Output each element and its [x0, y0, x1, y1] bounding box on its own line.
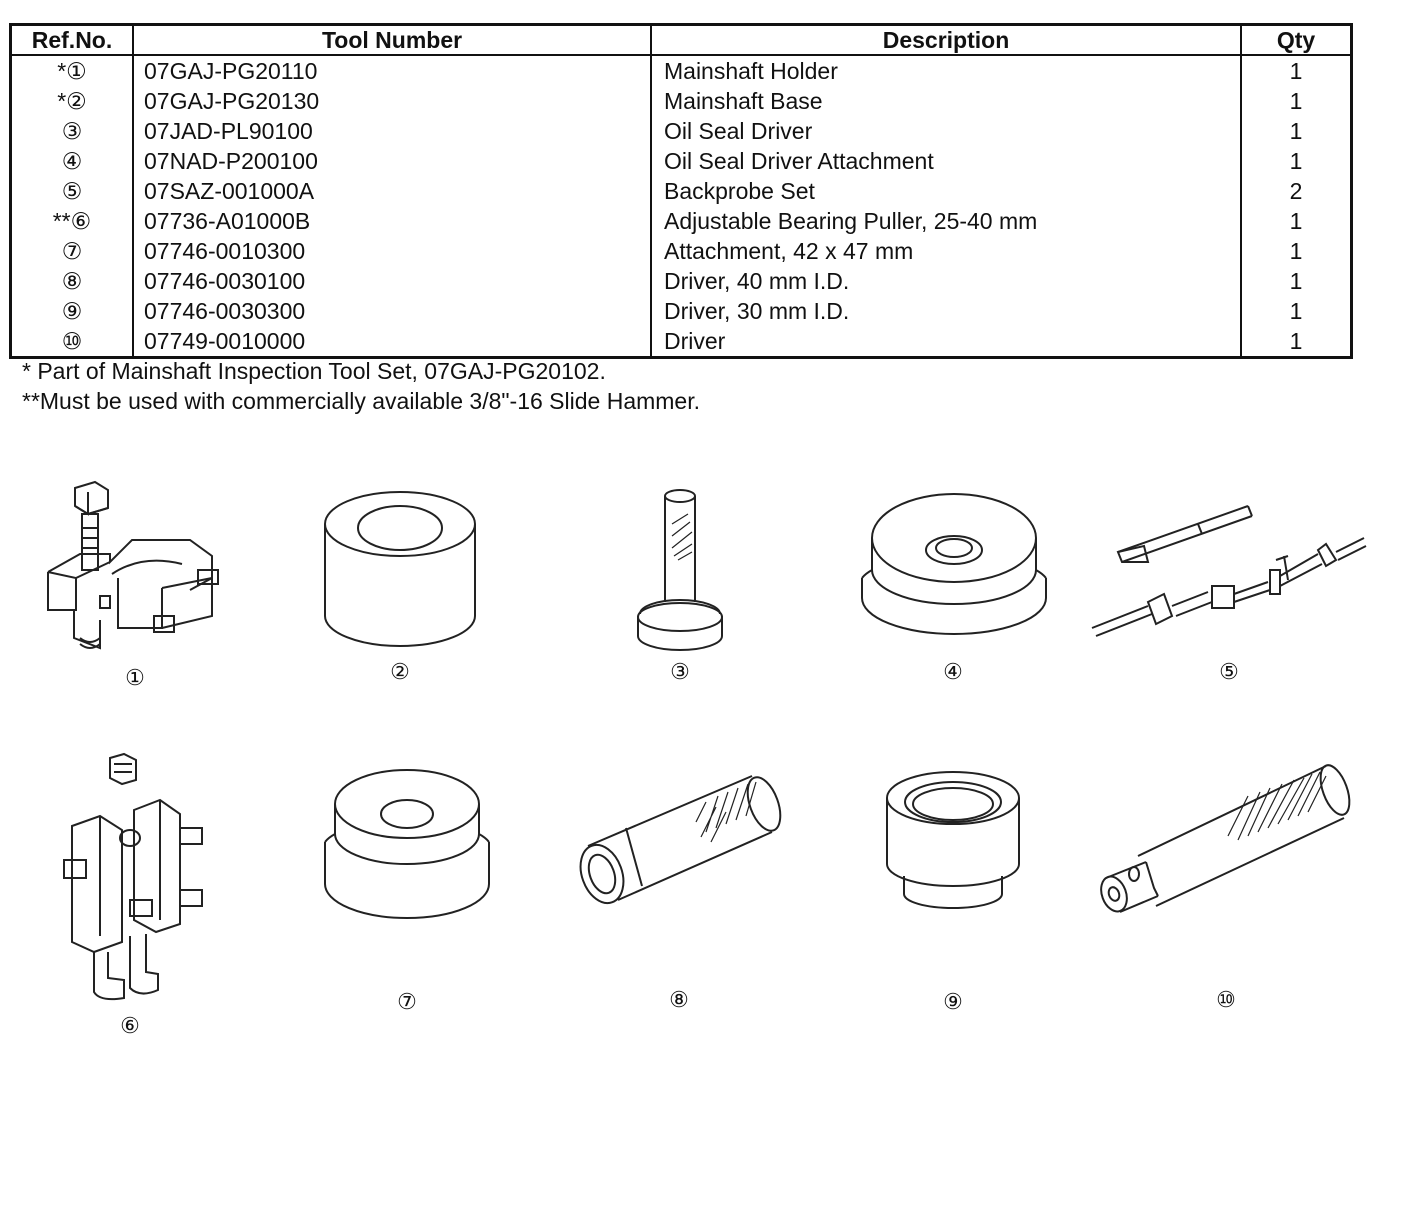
tool-number-cell: 07736-A01000B — [132, 206, 651, 236]
table-row: ⑤ 07SAZ-001000A Backprobe Set 2 — [11, 176, 1352, 206]
figure-label: ⑥ — [120, 1014, 140, 1039]
table-row: ③ 07JAD-PL90100 Oil Seal Driver 1 — [11, 116, 1352, 146]
ref-cell: ⑩ — [61, 328, 83, 354]
header-description: Description — [650, 24, 1241, 56]
ref-cell: **⑥ — [52, 208, 92, 234]
figure-label: ⑧ — [669, 988, 689, 1013]
tool-number-cell: 07NAD-P200100 — [132, 146, 651, 176]
driver-30mm-icon — [886, 771, 1020, 909]
special-tools-table: Ref.No. Tool Number Description Qty *① 0… — [9, 23, 1353, 359]
table-header-row: Ref.No. Tool Number Description Qty — [10, 24, 1352, 56]
qty-cell: 1 — [1240, 326, 1352, 358]
table-row: **⑥ 07736-A01000B Adjustable Bearing Pul… — [11, 206, 1352, 236]
tool-number-cell: 07JAD-PL90100 — [132, 116, 651, 146]
description-cell: Mainshaft Base — [650, 86, 1241, 116]
tool-number-cell: 07746-0030100 — [132, 266, 651, 296]
figure-label: ⑩ — [1216, 988, 1236, 1013]
description-cell: Oil Seal Driver Attachment — [650, 146, 1241, 176]
description-cell: Attachment, 42 x 47 mm — [650, 236, 1241, 266]
description-cell: Mainshaft Holder — [650, 55, 1241, 86]
tool-number-cell: 07SAZ-001000A — [132, 176, 651, 206]
qty-cell: 1 — [1240, 296, 1352, 326]
qty-cell: 2 — [1240, 176, 1352, 206]
footnote-slide-hammer: **Must be used with commercially availab… — [22, 388, 701, 414]
ref-cell: ④ — [61, 148, 83, 174]
table-row: *① 07GAJ-PG20110 Mainshaft Holder 1 — [11, 55, 1352, 86]
mainshaft-holder-icon — [47, 480, 219, 650]
figure-oil-seal-driver-attachment: ④ — [858, 486, 1048, 685]
driver-handle-icon — [1100, 764, 1351, 913]
backprobe-set-icon — [1091, 505, 1367, 637]
qty-cell: 1 — [1240, 86, 1352, 116]
ref-cell: ⑤ — [61, 178, 83, 204]
figure-oil-seal-driver: ③ — [628, 484, 732, 685]
table-row: ⑨ 07746-0030300 Driver, 30 mm I.D. 1 — [11, 296, 1352, 326]
qty-cell: 1 — [1240, 236, 1352, 266]
description-cell: Driver, 30 mm I.D. — [650, 296, 1241, 326]
tool-number-cell: 07746-0010300 — [132, 236, 651, 266]
footnote-toolset: * Part of Mainshaft Inspection Tool Set,… — [22, 358, 606, 384]
figure-attachment: ⑦ — [322, 764, 492, 1015]
tool-number-cell: 07746-0030300 — [132, 296, 651, 326]
table-row: ⑩ 07749-0010000 Driver 1 — [11, 326, 1352, 358]
ref-cell: ⑦ — [61, 238, 83, 264]
driver-40mm-icon — [579, 775, 782, 905]
mainshaft-base-icon — [324, 491, 476, 647]
attachment-icon — [324, 769, 490, 919]
qty-cell: 1 — [1240, 55, 1352, 86]
qty-cell: 1 — [1240, 206, 1352, 236]
ref-cell: ⑨ — [61, 298, 83, 324]
figure-bearing-puller: ⑥ — [50, 752, 210, 1039]
figure-driver-30mm: ⑨ — [880, 768, 1026, 1015]
header-qty: Qty — [1240, 24, 1352, 56]
qty-cell: 1 — [1240, 116, 1352, 146]
figure-label: ③ — [670, 660, 690, 685]
ref-cell: ③ — [61, 118, 83, 144]
footnotes: * Part of Mainshaft Inspection Tool Set,… — [22, 356, 700, 416]
figure-mainshaft-base: ② — [318, 486, 482, 685]
bearing-puller-icon — [63, 752, 203, 1001]
figure-backprobe-set: ⑤ — [1088, 490, 1370, 685]
table-row: ⑧ 07746-0030100 Driver, 40 mm I.D. 1 — [11, 266, 1352, 296]
figure-label: ⑤ — [1219, 660, 1239, 685]
ref-cell: *① — [57, 58, 87, 84]
figure-driver-handle: ⑩ — [1098, 756, 1354, 1013]
qty-cell: 1 — [1240, 146, 1352, 176]
description-cell: Driver, 40 mm I.D. — [650, 266, 1241, 296]
figure-label: ② — [390, 660, 410, 685]
tool-number-cell: 07GAJ-PG20110 — [132, 55, 651, 86]
oil-seal-driver-icon — [637, 489, 723, 651]
figure-label: ① — [125, 666, 145, 691]
description-cell: Backprobe Set — [650, 176, 1241, 206]
table-row: ⑦ 07746-0010300 Attachment, 42 x 47 mm 1 — [11, 236, 1352, 266]
header-ref-no: Ref.No. — [10, 24, 133, 56]
description-cell: Adjustable Bearing Puller, 25-40 mm — [650, 206, 1241, 236]
tool-number-cell: 07GAJ-PG20130 — [132, 86, 651, 116]
figure-label: ⑨ — [943, 990, 963, 1015]
description-cell: Driver — [650, 326, 1241, 358]
ref-cell: *② — [57, 88, 87, 114]
figure-mainshaft-holder: ① — [40, 478, 230, 691]
tool-number-cell: 07749-0010000 — [132, 326, 651, 358]
figure-label: ④ — [943, 660, 963, 685]
figure-driver-40mm: ⑧ — [576, 762, 782, 1013]
table-row: ④ 07NAD-P200100 Oil Seal Driver Attachme… — [11, 146, 1352, 176]
description-cell: Oil Seal Driver — [650, 116, 1241, 146]
ref-cell: ⑧ — [61, 268, 83, 294]
qty-cell: 1 — [1240, 266, 1352, 296]
oil-seal-driver-attachment-icon — [861, 493, 1047, 635]
header-tool-number: Tool Number — [132, 24, 651, 56]
figure-label: ⑦ — [397, 990, 417, 1015]
table-row: *② 07GAJ-PG20130 Mainshaft Base 1 — [11, 86, 1352, 116]
